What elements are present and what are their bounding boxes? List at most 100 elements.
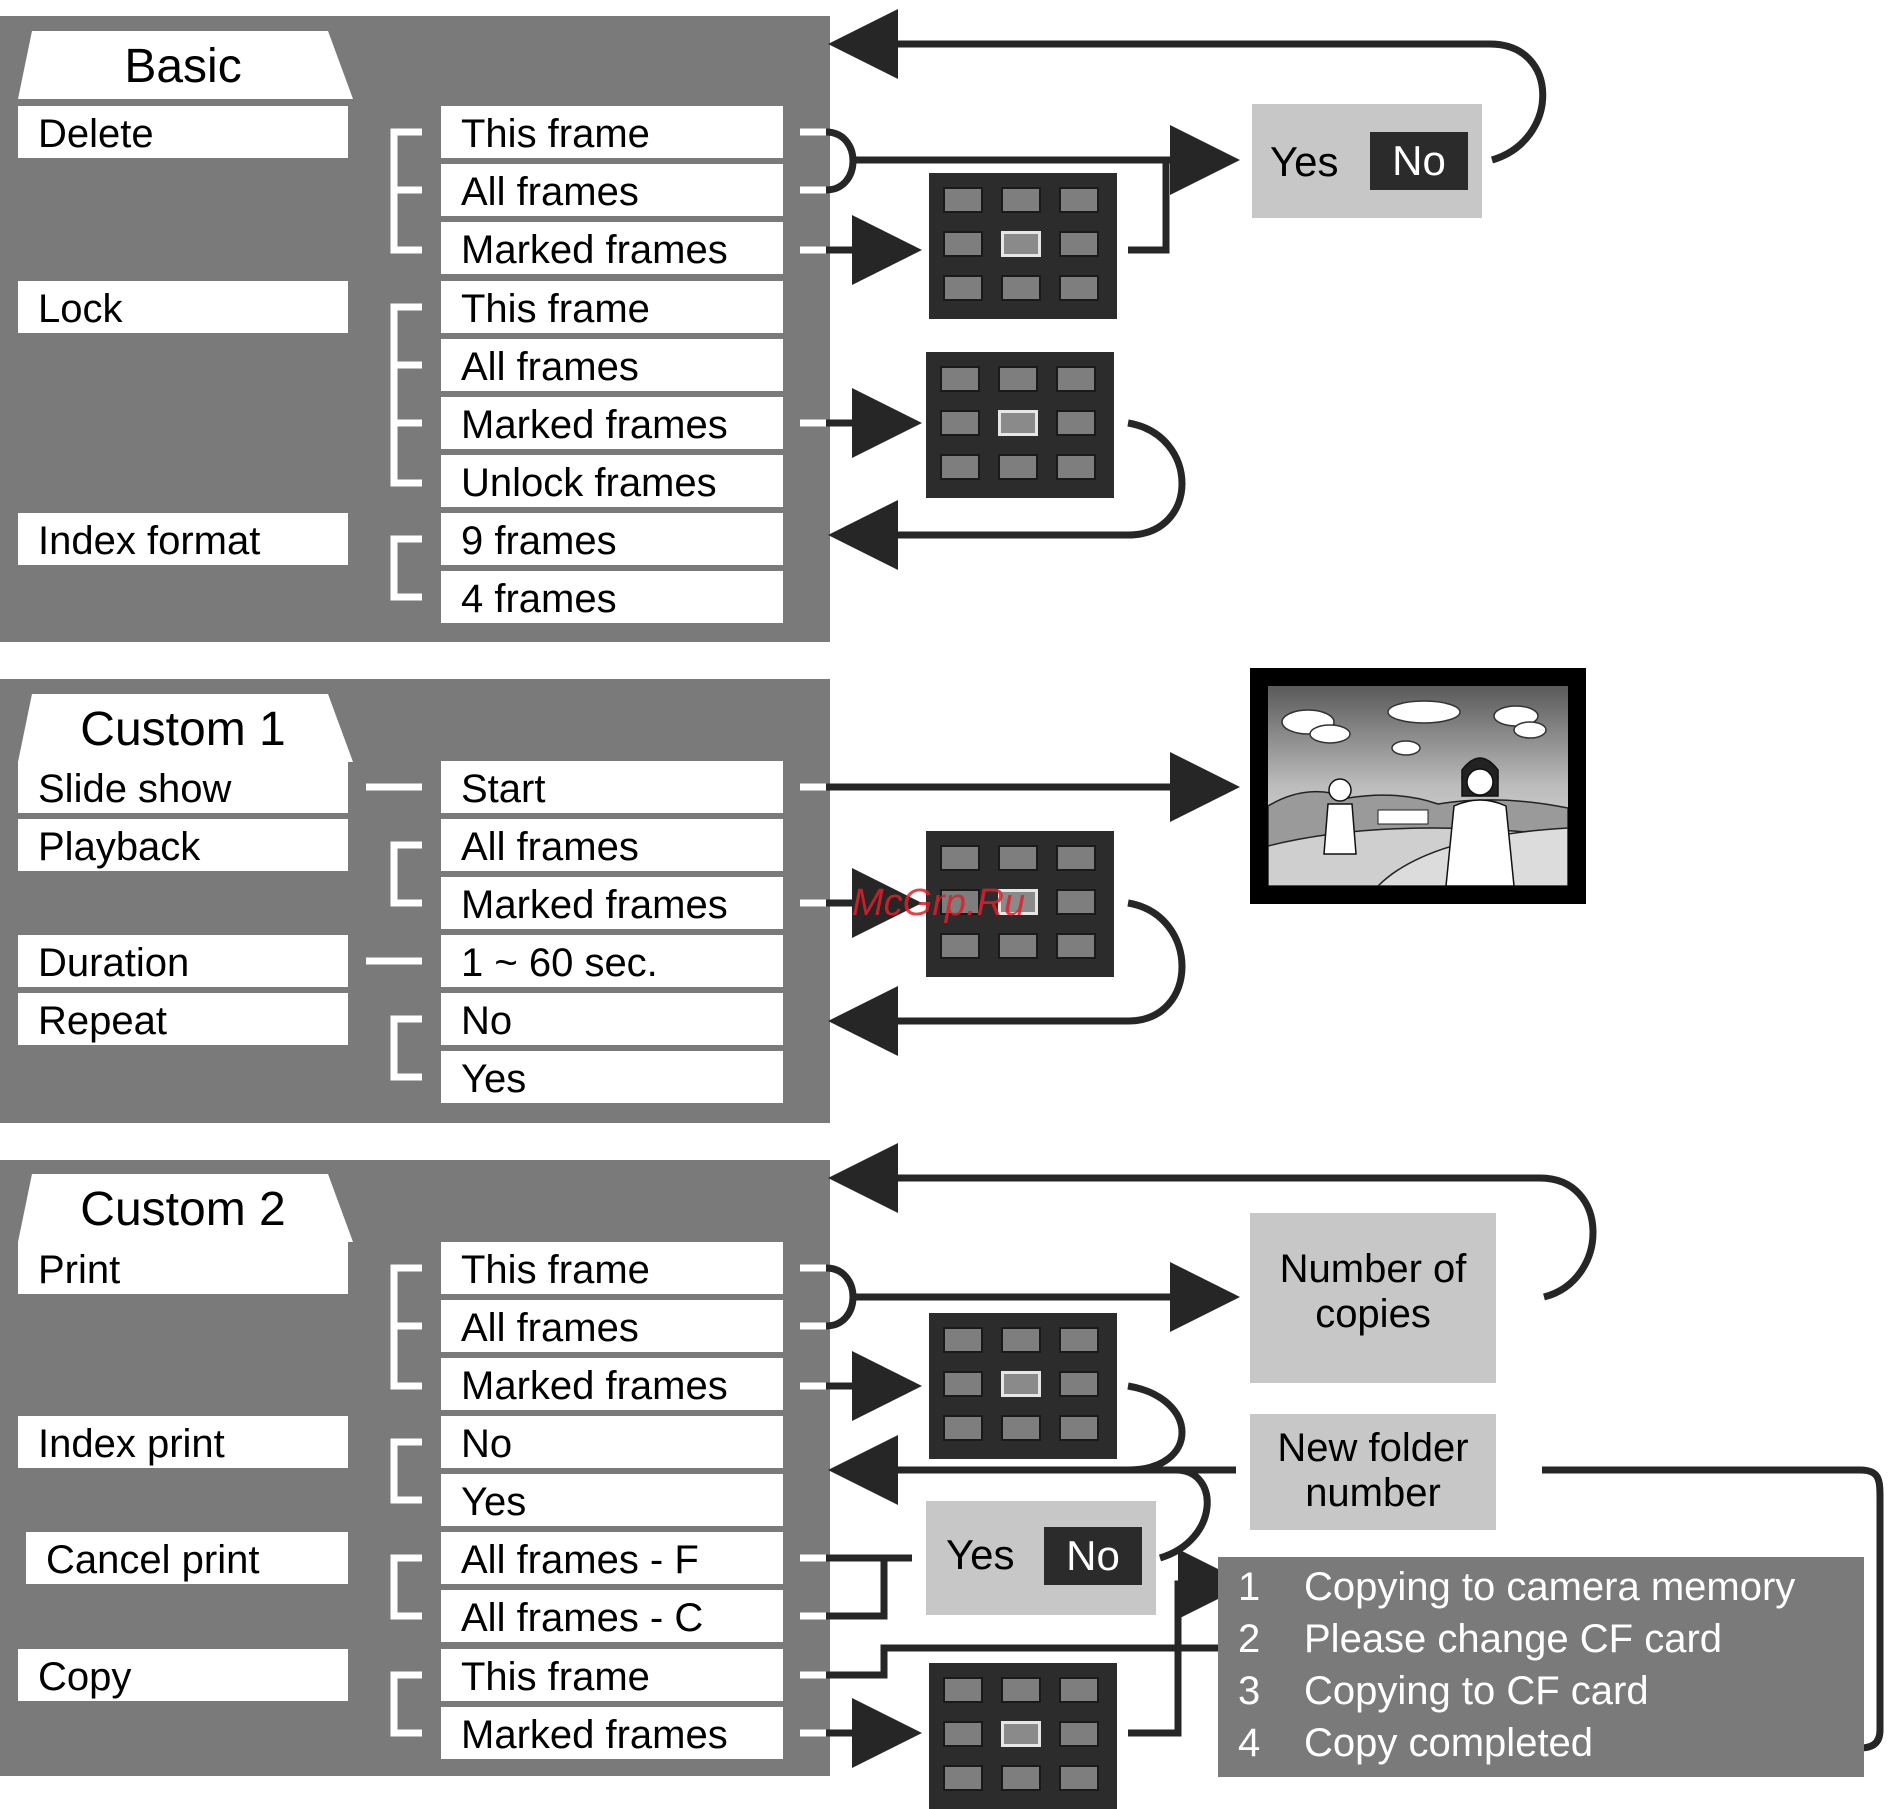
frame-thumbnail[interactable] — [940, 845, 980, 871]
menu-print[interactable]: Print — [18, 1242, 348, 1294]
frame-thumbnail[interactable] — [1059, 1677, 1099, 1703]
frame-thumbnail[interactable] — [1056, 366, 1096, 392]
index-grid-icon — [929, 1663, 1117, 1809]
frame-thumbnail[interactable] — [940, 933, 980, 959]
step-number: 2 — [1238, 1617, 1261, 1661]
option-index-print-yes[interactable]: Yes — [441, 1474, 783, 1526]
frame-thumbnail[interactable] — [1059, 231, 1099, 257]
frame-thumbnail[interactable] — [998, 845, 1038, 871]
frame-thumbnail[interactable] — [943, 1677, 983, 1703]
option-playback-marked-frames[interactable]: Marked frames — [441, 877, 783, 929]
tab-shape — [18, 31, 353, 99]
frame-thumbnail[interactable] — [943, 187, 983, 213]
option-copy-marked-frames[interactable]: Marked frames — [441, 1707, 783, 1759]
frame-thumbnail[interactable] — [943, 1371, 983, 1397]
tab-custom1[interactable]: Custom 1 — [18, 694, 353, 762]
option-delete-all-frames[interactable]: All frames — [441, 164, 783, 216]
no-button[interactable]: No — [1370, 132, 1468, 190]
option-playback-all-frames[interactable]: All frames — [441, 819, 783, 871]
option-lock-marked-frames[interactable]: Marked frames — [441, 397, 783, 449]
frame-thumbnail[interactable] — [998, 366, 1038, 392]
option-print-marked-frames[interactable]: Marked frames — [441, 1358, 783, 1410]
new-folder-number-box[interactable]: New folder number — [1250, 1414, 1496, 1530]
frame-thumbnail[interactable] — [1056, 933, 1096, 959]
no-button[interactable]: No — [1044, 1527, 1142, 1585]
step-number: 1 — [1238, 1565, 1261, 1609]
menu-duration[interactable]: Duration — [18, 935, 348, 987]
frame-thumbnail[interactable] — [940, 454, 980, 480]
option-delete-marked-frames[interactable]: Marked frames — [441, 222, 783, 274]
watermark: McGrp.Ru — [852, 882, 1026, 924]
frame-thumbnail[interactable] — [940, 366, 980, 392]
menu-copy[interactable]: Copy — [18, 1649, 348, 1701]
option-index-print-no[interactable]: No — [441, 1416, 783, 1468]
frame-thumbnail[interactable] — [1001, 1765, 1041, 1791]
frame-thumbnail[interactable] — [940, 889, 980, 915]
option-cancel-all-frames-f[interactable]: All frames - F — [441, 1532, 783, 1584]
option-slideshow-start[interactable]: Start — [441, 761, 783, 813]
frame-thumbnail[interactable] — [1059, 275, 1099, 301]
new-folder-number-label: New folder number — [1277, 1426, 1469, 1515]
frame-thumbnail[interactable] — [943, 275, 983, 301]
frame-thumbnail[interactable] — [1056, 410, 1096, 436]
menu-repeat[interactable]: Repeat — [18, 993, 348, 1045]
option-print-this-frame[interactable]: This frame — [441, 1242, 783, 1294]
frame-thumbnail[interactable] — [940, 410, 980, 436]
option-duration-range[interactable]: 1 ~ 60 sec. — [441, 935, 783, 987]
frame-thumbnail[interactable] — [1001, 1415, 1041, 1441]
option-copy-this-frame[interactable]: This frame — [441, 1649, 783, 1701]
selected-frame-thumbnail[interactable] — [1001, 1371, 1041, 1397]
option-cancel-all-frames-c[interactable]: All frames - C — [441, 1590, 783, 1642]
frame-thumbnail[interactable] — [1059, 1765, 1099, 1791]
selected-frame-thumbnail[interactable] — [1001, 231, 1041, 257]
tab-custom2[interactable]: Custom 2 — [18, 1174, 353, 1242]
menu-playback[interactable]: Playback — [18, 819, 348, 871]
option-lock-this-frame[interactable]: This frame — [441, 281, 783, 333]
frame-thumbnail[interactable] — [1059, 187, 1099, 213]
slideshow-photo-icon — [1250, 668, 1586, 904]
frame-thumbnail[interactable] — [1001, 275, 1041, 301]
frame-thumbnail[interactable] — [1001, 1327, 1041, 1353]
option-index-4-frames[interactable]: 4 frames — [441, 571, 783, 623]
option-delete-this-frame[interactable]: This frame — [441, 106, 783, 158]
tab-label: Basic — [124, 40, 242, 93]
frame-thumbnail[interactable] — [998, 454, 1038, 480]
frame-thumbnail[interactable] — [1059, 1371, 1099, 1397]
option-print-all-frames[interactable]: All frames — [441, 1300, 783, 1352]
frame-thumbnail[interactable] — [1059, 1721, 1099, 1747]
menu-cancel-print[interactable]: Cancel print — [26, 1532, 348, 1584]
option-lock-unlock-frames[interactable]: Unlock frames — [441, 455, 783, 507]
tab-basic[interactable]: Basic — [18, 31, 353, 99]
frame-thumbnail[interactable] — [943, 1765, 983, 1791]
option-lock-all-frames[interactable]: All frames — [441, 339, 783, 391]
selected-frame-thumbnail[interactable] — [1001, 1721, 1041, 1747]
frame-thumbnail[interactable] — [1056, 454, 1096, 480]
frame-thumbnail[interactable] — [1059, 1415, 1099, 1441]
option-index-9-frames[interactable]: 9 frames — [441, 513, 783, 565]
menu-lock[interactable]: Lock — [18, 281, 348, 333]
yes-button[interactable]: Yes — [1270, 138, 1339, 185]
frame-thumbnail[interactable] — [943, 1327, 983, 1353]
option-repeat-no[interactable]: No — [441, 993, 783, 1045]
frame-thumbnail[interactable] — [943, 231, 983, 257]
frame-thumbnail[interactable] — [943, 1415, 983, 1441]
frame-thumbnail[interactable] — [1059, 1327, 1099, 1353]
frame-thumbnail[interactable] — [1056, 845, 1096, 871]
yes-button[interactable]: Yes — [946, 1531, 1015, 1578]
frame-thumbnail[interactable] — [998, 933, 1038, 959]
frame-thumbnail[interactable] — [943, 1721, 983, 1747]
selected-frame-thumbnail[interactable] — [998, 889, 1038, 915]
option-repeat-yes[interactable]: Yes — [441, 1051, 783, 1103]
menu-index-print[interactable]: Index print — [18, 1416, 348, 1468]
frame-thumbnail[interactable] — [1056, 889, 1096, 915]
menu-slide-show[interactable]: Slide show — [18, 761, 348, 813]
frame-thumbnail[interactable] — [1001, 187, 1041, 213]
frame-thumbnail[interactable] — [1001, 1677, 1041, 1703]
menu-index-format[interactable]: Index format — [18, 513, 348, 565]
menu-delete[interactable]: Delete — [18, 106, 348, 158]
number-of-copies-box[interactable]: Number of copies — [1250, 1213, 1496, 1383]
selected-frame-thumbnail[interactable] — [998, 410, 1038, 436]
